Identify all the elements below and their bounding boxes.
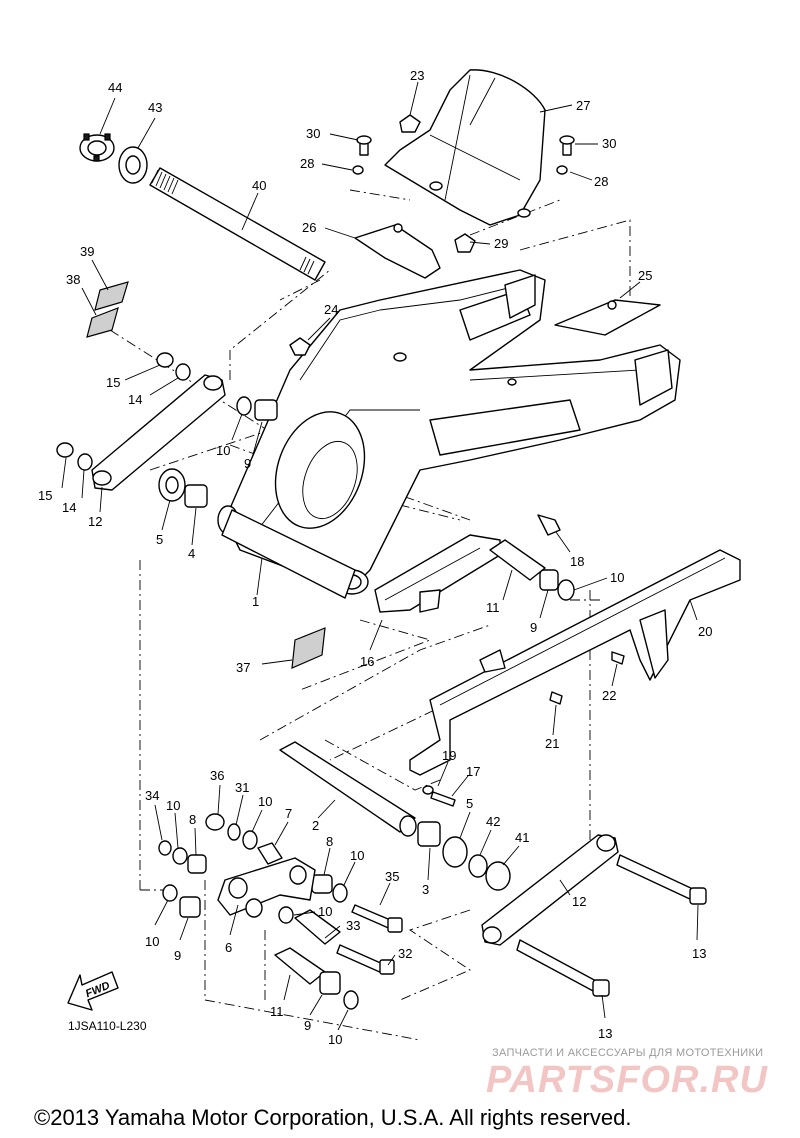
callout-10h: 10	[328, 1032, 342, 1047]
callout-34: 34	[145, 788, 159, 803]
lower-bolts	[336, 904, 403, 975]
callout-8a: 8	[189, 812, 196, 827]
callout-42: 42	[486, 814, 500, 829]
rear-fender	[384, 69, 546, 226]
callout-43: 43	[148, 100, 162, 115]
callout-5b: 5	[466, 796, 473, 811]
callout-44: 44	[108, 80, 122, 95]
catalog-code: 1JSA110-L230	[68, 1019, 147, 1033]
callout-11a: 11	[486, 600, 500, 615]
callout-10e: 10	[350, 848, 364, 863]
callout-15a: 15	[106, 375, 120, 390]
callout-21: 21	[545, 736, 559, 751]
callout-29: 29	[494, 236, 508, 251]
relay-collar	[279, 741, 417, 837]
callout-6: 6	[225, 940, 232, 955]
callout-12b: 12	[572, 894, 586, 909]
callout-14a: 14	[128, 392, 142, 407]
callout-22: 22	[602, 688, 616, 703]
callout-38: 38	[66, 272, 80, 287]
tie-rod	[481, 834, 619, 946]
callout-41: 41	[515, 830, 529, 845]
callout-25: 25	[638, 268, 652, 283]
callout-4: 4	[188, 546, 195, 561]
callout-18: 18	[570, 554, 584, 569]
callout-2: 2	[312, 818, 319, 833]
callout-5a: 5	[156, 532, 163, 547]
chain-slider	[374, 534, 501, 613]
callout-28b: 28	[594, 174, 608, 189]
callout-36: 36	[210, 768, 224, 783]
callout-14b: 14	[62, 500, 76, 515]
callout-39: 39	[80, 244, 94, 259]
callout-3: 3	[422, 882, 429, 897]
callout-10a: 10	[216, 443, 230, 458]
callout-numbers: 44 43 40 39 38 23 27 30 28 30 28 26 29 2…	[38, 68, 712, 1047]
watermark-logo: PARTSFOR.RU	[486, 1059, 768, 1101]
callout-20: 20	[698, 624, 712, 639]
callout-8b: 8	[326, 834, 333, 849]
callout-9a: 9	[244, 456, 251, 471]
lower-bearings	[158, 813, 511, 903]
callout-23: 23	[410, 68, 424, 83]
callout-10d: 10	[258, 794, 272, 809]
lower-left-parts	[162, 884, 359, 1010]
callout-28a: 28	[300, 156, 314, 171]
copyright-notice: ©2013 Yamaha Motor Corporation, U.S.A. A…	[34, 1105, 631, 1130]
callout-10c: 10	[166, 798, 180, 813]
callout-24: 24	[324, 302, 338, 317]
small-fender-parts	[289, 114, 661, 356]
guard-screws	[422, 651, 625, 807]
callout-40: 40	[252, 178, 266, 193]
callout-19: 19	[442, 748, 456, 763]
callout-7: 7	[285, 806, 292, 821]
callout-10f: 10	[145, 934, 159, 949]
callout-12a: 12	[88, 514, 102, 529]
callout-16: 16	[360, 654, 374, 669]
fwd-arrow-icon: FWD	[67, 971, 119, 1011]
pivot-washer	[118, 146, 148, 184]
callout-15b: 15	[38, 488, 52, 503]
caution-labels	[86, 281, 326, 669]
right-collar-parts	[489, 514, 575, 601]
callout-32: 32	[398, 946, 412, 961]
callout-leaders	[61, 81, 699, 1031]
watermark-tagline: ЗАПЧАСТИ И АКСЕССУАРЫ ДЛЯ МОТОТЕХНИКИ	[492, 1047, 763, 1059]
callout-9c: 9	[174, 948, 181, 963]
nuts-washers-upper	[56, 352, 278, 471]
callout-1: 1	[252, 594, 259, 609]
callout-26: 26	[302, 220, 316, 235]
relay-arm-lower	[217, 857, 316, 918]
swingarm	[217, 269, 681, 599]
pivot-nut	[79, 133, 115, 162]
callout-13a: 13	[692, 946, 706, 961]
tie-rod-bolts	[516, 854, 707, 997]
callout-30b: 30	[602, 136, 616, 151]
callout-30a: 30	[306, 126, 320, 141]
callout-17: 17	[466, 764, 480, 779]
callout-9b: 9	[530, 620, 537, 635]
callout-9d: 9	[304, 1018, 311, 1033]
chain-guard	[409, 549, 741, 776]
callout-27: 27	[576, 98, 590, 113]
relay-arm-upper	[91, 374, 226, 491]
callout-11b: 11	[270, 1004, 284, 1019]
callout-37: 37	[236, 660, 250, 675]
pivot-bearings	[158, 468, 208, 508]
callout-10g: 10	[318, 904, 332, 919]
callout-10b: 10	[610, 570, 624, 585]
callout-31: 31	[235, 780, 249, 795]
callout-13b: 13	[598, 1026, 612, 1041]
pivot-shaft	[149, 167, 326, 281]
callout-35: 35	[385, 869, 399, 884]
callout-33: 33	[346, 918, 360, 933]
